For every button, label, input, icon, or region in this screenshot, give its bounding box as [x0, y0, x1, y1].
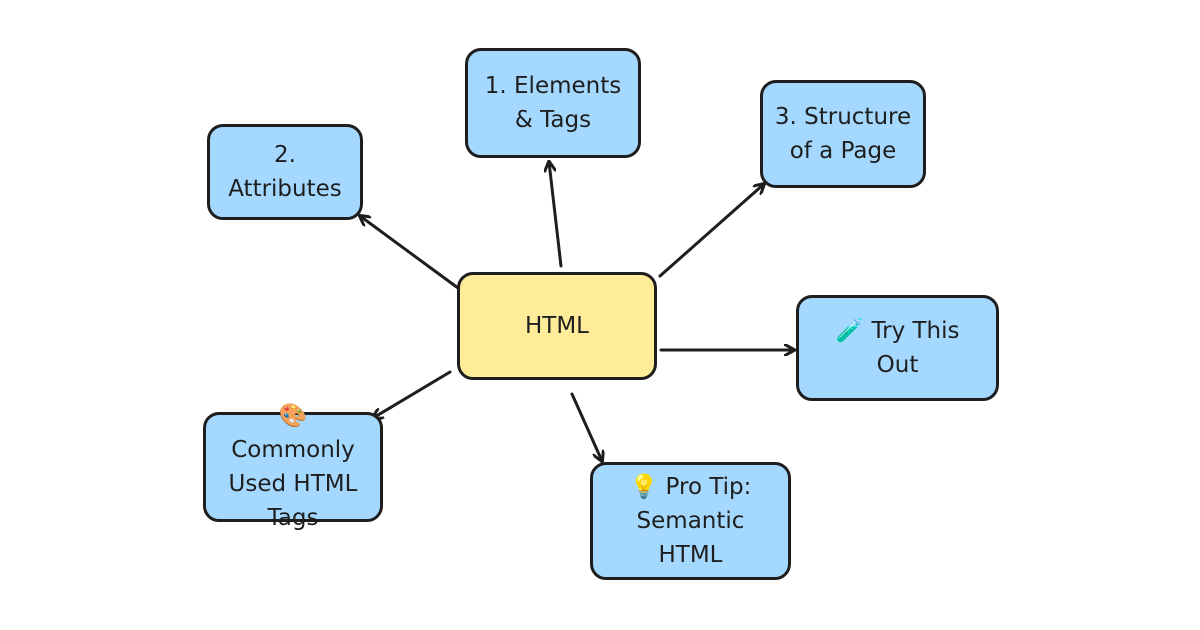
center-node-html[interactable]: HTML	[457, 272, 657, 380]
arrow-to-structure	[658, 184, 764, 278]
arrow-to-attributes	[360, 216, 460, 290]
topic-label: 💡 Pro Tip: Semantic HTML	[629, 474, 752, 568]
arrow-to-common-tags	[373, 370, 452, 418]
topic-structure-of-page[interactable]: 3. Structure of a Page	[760, 80, 926, 188]
topic-attributes[interactable]: 2. Attributes	[207, 124, 363, 220]
arrow-to-elements	[549, 162, 563, 268]
topic-label: 🧪 Try This Out	[835, 318, 960, 378]
topic-label: 🎨 Commonly Used HTML Tags	[228, 403, 358, 531]
topic-label: 1. Elements & Tags	[484, 73, 622, 133]
topic-commonly-used-tags[interactable]: 🎨 Commonly Used HTML Tags	[203, 403, 383, 531]
arrow-to-pro-tip	[570, 392, 602, 461]
topic-pro-tip-semantic-html[interactable]: 💡 Pro Tip: Semantic HTML	[590, 462, 791, 580]
topic-elements-tags[interactable]: 1. Elements & Tags	[465, 48, 641, 158]
center-node-label: HTML	[524, 313, 589, 339]
topic-label: 2. Attributes	[228, 142, 342, 202]
topic-try-this-out[interactable]: 🧪 Try This Out	[796, 295, 999, 401]
topic-label: 3. Structure of a Page	[774, 104, 912, 164]
